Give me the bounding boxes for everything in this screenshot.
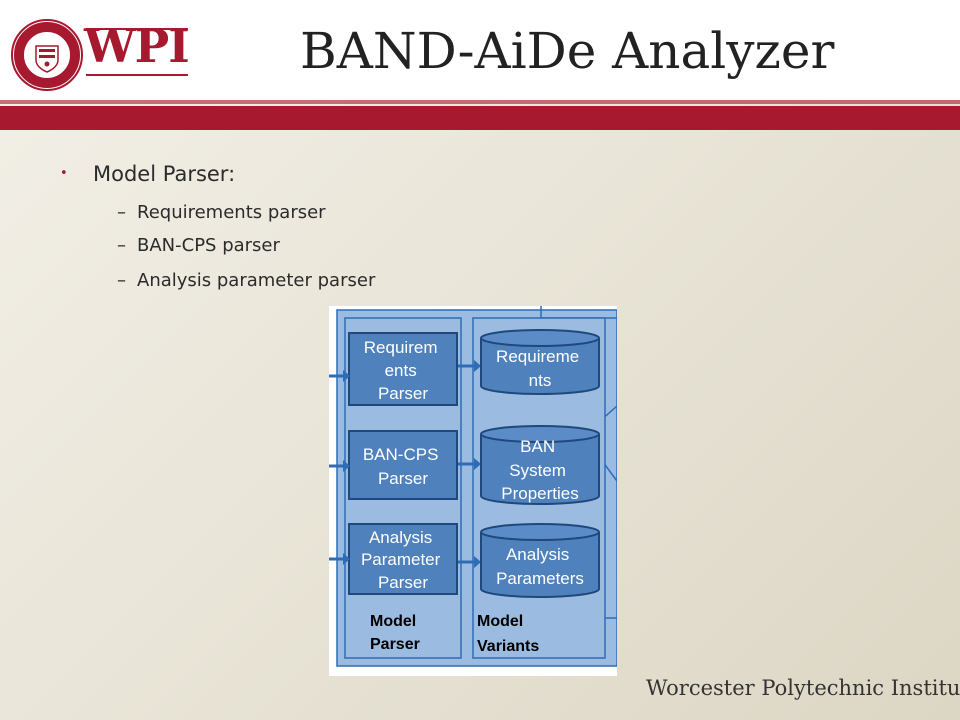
variant-cylinder-analysis: Analysis Parameters (480, 523, 600, 598)
parser-box-ban-cps: BAN-CPS Parser (348, 430, 458, 500)
sub-bullet-dash: – (117, 270, 126, 291)
variant-label: BAN System Properties (501, 437, 578, 503)
parser-label: BAN-CPS Parser (363, 445, 443, 488)
input-arrows (329, 370, 350, 565)
variant-cylinder-ban-system: BAN System Properties (480, 425, 600, 505)
wpi-seal-icon (11, 19, 83, 91)
header-stripe-thin (0, 100, 960, 104)
sub-bullet-text: BAN-CPS parser (137, 235, 280, 256)
parser-box-requirements: Requirem ents Parser (348, 332, 458, 406)
sub-bullet-dash: – (117, 235, 126, 256)
sub-bullet-text: Requirements parser (137, 202, 326, 223)
wpi-logo-text: WPI (84, 19, 190, 73)
header-bar (0, 0, 960, 100)
model-parser-label: Model Parser (370, 613, 421, 653)
variant-label: Requireme nts (496, 347, 584, 390)
parser-label: Requirem ents Parser (364, 338, 442, 403)
logo-rule-top (86, 28, 188, 30)
parser-to-variant-arrows (458, 360, 481, 568)
model-parser-diagram: Requirem ents Parser BAN-CPS Parser Anal… (329, 306, 617, 676)
logo-rule-bottom (86, 74, 188, 76)
variant-label: Analysis Parameters (496, 545, 584, 588)
parser-label: Analysis Parameter Parser (361, 528, 445, 592)
model-variants-label: Model Variants (477, 613, 539, 655)
bullet-dot: • (60, 166, 68, 181)
header-stripe (0, 106, 960, 130)
sub-bullet-text: Analysis parameter parser (137, 270, 376, 291)
sub-bullet-dash: – (117, 202, 126, 223)
parser-box-analysis: Analysis Parameter Parser (348, 523, 458, 595)
footer-institution: Worcester Polytechnic Institute (646, 676, 960, 700)
variant-cylinder-requirements: Requireme nts (480, 329, 600, 395)
slide-title: BAND-AiDe Analyzer (300, 22, 835, 80)
bullet-main-text: Model Parser: (93, 162, 236, 186)
